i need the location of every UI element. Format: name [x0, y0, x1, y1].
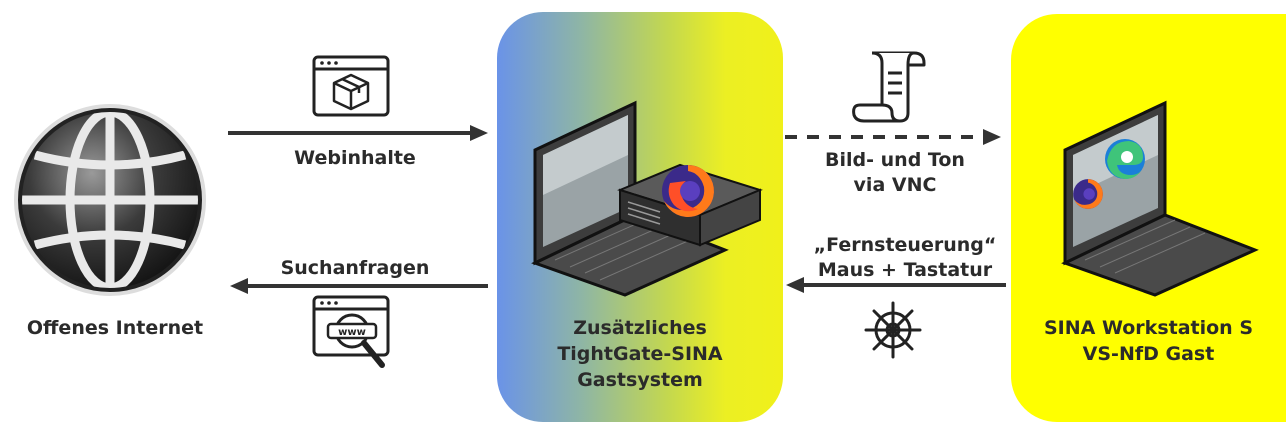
web-content-label: Webinhalte [294, 147, 416, 169]
vnc-label-line1: Bild- und Ton [825, 149, 965, 171]
remote-label-line1: „Fernsteuerung“ [813, 234, 997, 256]
globe-icon [14, 104, 206, 296]
search-label: Suchanfragen [280, 257, 430, 279]
search-arrow [230, 278, 488, 294]
vnc-arrow [785, 129, 1001, 145]
vnc-label-line2: via VNC [853, 174, 937, 196]
remote-arrow [786, 277, 1006, 293]
web-content-arrow [228, 125, 488, 141]
guest-label-line3: Gastsystem [577, 369, 703, 391]
browser-search-icon: www [312, 295, 390, 368]
guest-label-line1: Zusätzliches [573, 317, 707, 339]
ship-wheel-icon [864, 301, 922, 359]
scroll-icon [852, 51, 926, 123]
firefox-icon [662, 165, 714, 217]
svg-text:www: www [338, 327, 366, 338]
firefox-small-icon [1073, 179, 1103, 209]
guest-label-line2: TightGate-SINA [557, 343, 723, 365]
workstation-label-line1: SINA Workstation S [1044, 317, 1253, 339]
browser-package-icon [312, 55, 390, 117]
internet-label: Offenes Internet [26, 317, 204, 339]
workstation-label-line2: VS-NfD Gast [1082, 343, 1215, 365]
remote-label-line2: Maus + Tastatur [817, 259, 993, 281]
edge-icon [1105, 139, 1145, 179]
